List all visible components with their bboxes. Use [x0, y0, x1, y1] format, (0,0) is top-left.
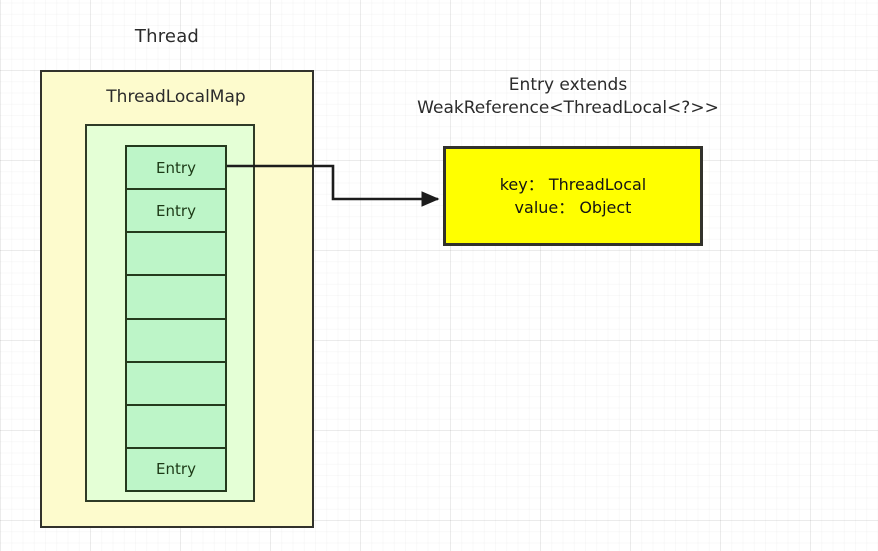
entry-extends-caption: Entry extends WeakReference<ThreadLocal<… — [417, 75, 719, 118]
entry-cell[interactable] — [125, 274, 227, 320]
entry-table: Entry Entry Entry — [125, 145, 227, 492]
thread-label: Thread — [134, 26, 200, 47]
entry-cell-label: Entry — [156, 460, 196, 479]
entry-to-keyvalue-arrow — [227, 164, 440, 207]
entry-cell[interactable] — [125, 317, 227, 363]
entry-cell[interactable] — [125, 231, 227, 277]
entry-cell[interactable]: Entry — [125, 145, 227, 191]
entry-cell[interactable] — [125, 403, 227, 449]
key-value-box[interactable]: key： ThreadLocal value： Object — [443, 146, 703, 246]
entry-cell[interactable] — [125, 360, 227, 406]
value-line: value： Object — [514, 198, 632, 217]
entry-cell[interactable]: Entry — [125, 446, 227, 492]
key-line: key： ThreadLocal — [499, 175, 647, 194]
connector-path — [227, 164, 440, 207]
entry-cell-label: Entry — [156, 201, 196, 220]
entry-cell-label: Entry — [156, 158, 196, 177]
threadlocalmap-label: ThreadLocalMap — [106, 87, 246, 107]
entry-cell[interactable]: Entry — [125, 188, 227, 234]
